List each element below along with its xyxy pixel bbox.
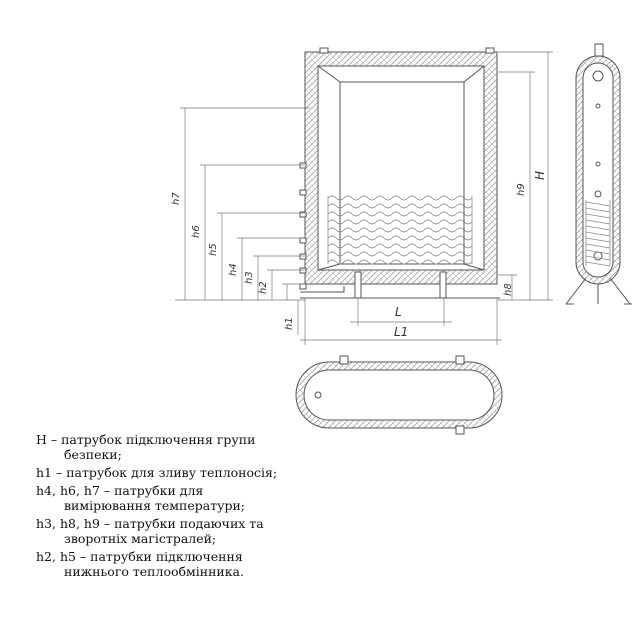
tank-back-panel (339, 81, 465, 265)
label-h6: h6 (191, 225, 202, 238)
drain-pipe (300, 286, 345, 293)
label-h7: h7 (171, 192, 182, 205)
top-view (295, 355, 503, 435)
left-leg (354, 271, 362, 299)
label-h3: h3 (244, 271, 255, 284)
right-leg (439, 271, 447, 299)
top-view-port (314, 391, 322, 399)
label-H: H (533, 171, 547, 180)
top-left-nozzle (319, 47, 329, 54)
top-right-nozzle (485, 47, 495, 54)
side-view (565, 43, 632, 305)
left-nozzles (299, 162, 307, 290)
heat-exchanger-coil (327, 195, 473, 265)
height-dimensions (175, 51, 553, 335)
label-L1: L1 (394, 325, 408, 339)
label-h1: h1 (284, 317, 295, 330)
label-h8: h8 (503, 283, 514, 296)
length-dimensions (300, 298, 502, 345)
label-h4: h4 (228, 263, 239, 276)
side-coil (585, 200, 611, 267)
dimension-labels: h7 h6 h5 h4 h3 h2 h1 h8 h9 H L L1 (171, 171, 547, 339)
label-h5: h5 (208, 243, 219, 256)
side-top-port (592, 70, 604, 82)
label-L: L (395, 305, 402, 319)
side-legs (565, 277, 632, 305)
legend-item: h1 – патрубок для зливу теплоносія; (36, 465, 278, 480)
label-h9: h9 (516, 183, 527, 196)
label-h2: h2 (258, 281, 269, 294)
front-view (299, 47, 500, 299)
